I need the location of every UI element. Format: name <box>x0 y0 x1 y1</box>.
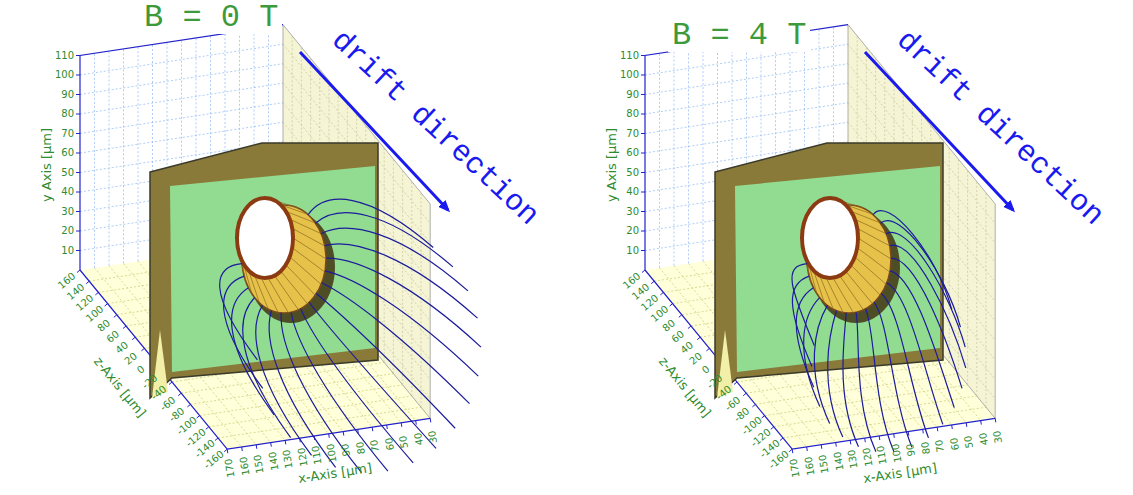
tick-label: 70 <box>369 439 381 453</box>
drift-line <box>325 244 478 318</box>
tick-label: 100 <box>325 442 338 462</box>
tick-label: 50 <box>626 168 639 178</box>
drift-lines <box>792 211 966 452</box>
tick-label: 40 <box>61 187 74 197</box>
tick-label: 10 <box>626 246 639 256</box>
tick-label: 80 <box>355 441 367 455</box>
drift-line <box>224 276 263 388</box>
tick-label: 160 <box>238 456 251 476</box>
tick-label: 20 <box>123 351 139 367</box>
tick-label: 110 <box>55 51 74 61</box>
tick-label: 30 <box>992 430 1004 444</box>
tick-label: 20 <box>626 226 639 236</box>
drift-line <box>814 305 829 423</box>
tick-label: 90 <box>905 443 917 457</box>
drift-line <box>301 309 414 463</box>
tick-label: 50 <box>398 435 410 449</box>
tick-label: 120 <box>861 447 874 467</box>
drift-line <box>256 305 312 455</box>
tick-label: 40 <box>978 432 990 446</box>
tick-label: 100 <box>55 70 74 80</box>
tick-label: 30 <box>427 430 439 444</box>
tick-label: 80 <box>61 109 74 119</box>
tick-label: 60 <box>949 437 961 451</box>
tick-label: 70 <box>61 129 74 139</box>
tick-label: 40 <box>413 432 425 446</box>
panel-title: B = 4 T <box>668 20 810 52</box>
tick-label: 90 <box>61 90 74 100</box>
tick-label: 50 <box>61 168 74 178</box>
tick-label: 90 <box>340 443 352 457</box>
drift-line <box>891 258 962 388</box>
drift-line <box>308 199 433 247</box>
tick-label: 140 <box>832 451 845 471</box>
tick-label: 110 <box>620 51 639 61</box>
tick-label: 20 <box>688 351 704 367</box>
drift-lines <box>220 199 481 472</box>
drift-line <box>874 302 912 447</box>
tick-label: 70 <box>934 439 946 453</box>
drift-line <box>316 293 455 428</box>
drift-line <box>890 271 954 408</box>
tick-label: 120 <box>296 447 309 467</box>
tick-label: 170 <box>789 458 802 478</box>
tick-label: 140 <box>267 451 280 471</box>
axis-title: y Axis [μm] <box>40 128 53 202</box>
tick-label: 70 <box>626 129 639 139</box>
tick-label: 130 <box>847 449 860 469</box>
tick-label: 0 <box>700 364 711 376</box>
tick-label: 160 <box>803 456 816 476</box>
tick-label: 80 <box>661 318 677 334</box>
drift-line <box>326 258 481 347</box>
tick-label: 60 <box>626 148 639 158</box>
tick-label: 20 <box>61 226 74 236</box>
tick-label: 110 <box>876 445 889 465</box>
tick-label: 60 <box>670 329 686 345</box>
tick-label: 100 <box>890 442 903 462</box>
tick-label: 170 <box>224 458 237 478</box>
drift-line <box>322 283 470 404</box>
tick-label: 80 <box>96 318 112 334</box>
drift-line <box>887 283 943 425</box>
drift-line <box>843 313 859 447</box>
tick-label: 150 <box>253 453 266 473</box>
tick-label: 10 <box>61 246 74 256</box>
tick-label: 150 <box>818 453 831 473</box>
drift-line <box>890 245 966 368</box>
tick-label: 30 <box>61 207 74 217</box>
tick-label: 100 <box>620 70 639 80</box>
drift-line <box>291 312 388 471</box>
drift-line <box>792 276 812 366</box>
tick-label: 80 <box>626 109 639 119</box>
tick-label: 60 <box>105 329 121 345</box>
drift-line <box>220 264 258 360</box>
tick-label: 50 <box>963 435 975 449</box>
panel-title: B = 0 T <box>140 2 282 34</box>
drift-line <box>886 232 965 347</box>
drift-line <box>866 309 894 452</box>
tick-label: 40 <box>626 187 639 197</box>
drift-line <box>243 298 291 438</box>
axis-title: y Axis [μm] <box>605 128 618 202</box>
tick-label: 60 <box>61 148 74 158</box>
tick-label: 60 <box>384 437 396 451</box>
tick-label: 130 <box>282 449 295 469</box>
tick-label: 30 <box>626 207 639 217</box>
drift-line <box>325 271 478 376</box>
tick-label: 90 <box>626 90 639 100</box>
tick-label: 0 <box>135 364 146 376</box>
drift-line <box>881 293 928 437</box>
drift-line <box>828 311 843 438</box>
drift-line <box>792 264 814 346</box>
drift-line <box>856 312 876 452</box>
tick-label: 80 <box>920 441 932 455</box>
